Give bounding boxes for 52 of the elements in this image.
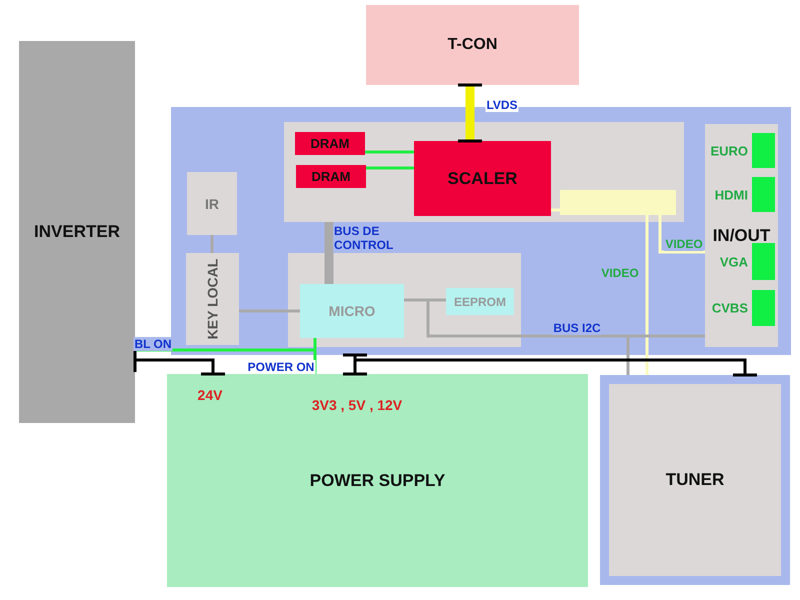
edge-label: VIDEO — [600, 266, 640, 280]
node-label: DRAM — [312, 169, 350, 184]
chip-box — [296, 165, 366, 188]
port-label: CVBS — [712, 300, 748, 316]
chip-box — [414, 141, 551, 216]
connector-panel — [705, 124, 778, 347]
node-label: POWER SUPPLY — [310, 470, 446, 490]
edge-label: POWER ON — [246, 360, 316, 374]
node-label: KEY LOCAL — [204, 258, 220, 340]
node-label: DRAM — [310, 136, 350, 151]
node-label: IN/OUT — [712, 226, 770, 246]
node-label: SCALER — [448, 168, 518, 188]
wire-line — [324, 222, 334, 284]
connector-block — [752, 290, 775, 326]
video-block — [560, 190, 676, 215]
board-area — [284, 122, 684, 222]
board-box — [19, 41, 135, 423]
board-box — [600, 375, 790, 585]
node-label: TUNER — [666, 470, 724, 490]
connector-block — [752, 133, 775, 168]
edge-label: BL ON — [133, 337, 173, 351]
edge-label: VIDEO — [664, 237, 704, 251]
board-area — [288, 253, 521, 347]
port-label: HDMI — [714, 187, 748, 202]
wire-line — [366, 166, 414, 170]
node-label: MICRO — [328, 303, 376, 319]
edge-label: BUS I2C — [552, 321, 602, 335]
node-label: INVERTER — [34, 222, 120, 242]
chip-box — [446, 288, 514, 315]
edge-label: 24V — [196, 388, 224, 402]
node-label: EEPROM — [454, 294, 506, 308]
node-label: IR — [205, 196, 219, 212]
port-label: VGA — [720, 254, 748, 269]
wire-line — [210, 235, 214, 253]
connector-line — [456, 84, 484, 142]
wire-line — [365, 150, 414, 154]
chip-box — [295, 132, 365, 155]
wire-line — [551, 208, 560, 212]
connector-block — [752, 243, 775, 280]
chip-box — [300, 284, 404, 338]
wire-line — [658, 215, 705, 254]
module-box — [187, 172, 237, 235]
edge-label: LVDS — [485, 98, 519, 112]
board-box — [366, 5, 579, 85]
node-label: T-CON — [448, 36, 498, 54]
board-box — [167, 374, 588, 587]
wire-line — [646, 215, 648, 375]
edge-label: 3V3 , 5V , 12V — [310, 398, 404, 412]
wire-line — [239, 310, 300, 312]
connector-block — [752, 177, 775, 212]
port-label: EURO — [710, 143, 748, 158]
module-box — [186, 253, 239, 345]
